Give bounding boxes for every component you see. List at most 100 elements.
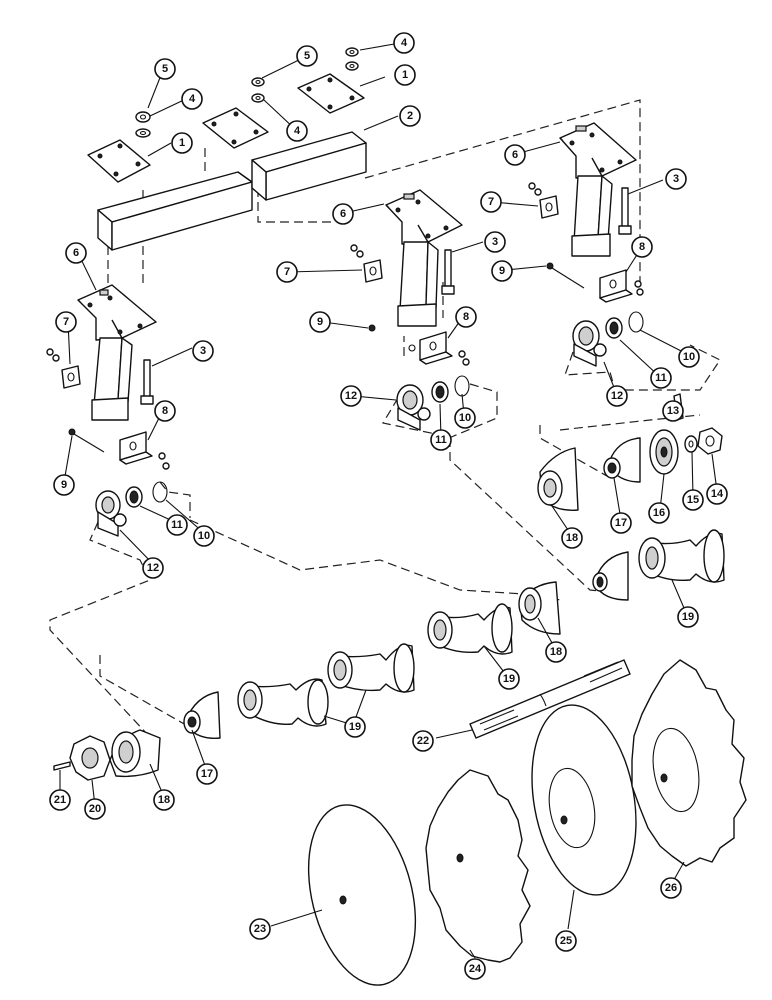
bearing-assembly-mid [396, 375, 470, 431]
hanger-bracket-left [77, 284, 157, 421]
svg-text:7: 7 [488, 196, 494, 208]
callout-4: 4 [286, 120, 308, 142]
small-bolt [68, 262, 585, 453]
callout-18: 18 [561, 527, 583, 549]
svg-text:5: 5 [304, 50, 310, 62]
disc-blade-notched-large [631, 659, 747, 867]
svg-text:1: 1 [402, 69, 408, 81]
callout-9: 9 [53, 474, 75, 496]
callout-8: 8 [455, 306, 477, 328]
disc-blade-notched-small [425, 769, 531, 963]
bearing-assembly-left [95, 481, 168, 537]
svg-text:24: 24 [469, 963, 482, 975]
axle-end-hardware [649, 393, 723, 475]
svg-text:15: 15 [687, 494, 699, 506]
spacer-spool-left [183, 691, 221, 739]
svg-text:19: 19 [503, 673, 515, 685]
callout-17: 17 [196, 763, 218, 785]
carriage-bolt [140, 187, 632, 405]
hanger-bracket-right [559, 122, 637, 257]
callout-3: 3 [192, 340, 214, 362]
callout-12: 12 [142, 557, 164, 579]
svg-text:4: 4 [294, 125, 301, 137]
svg-text:18: 18 [566, 532, 578, 544]
callout-10: 10 [454, 407, 476, 429]
end-spool-upper-right [537, 447, 579, 511]
svg-text:19: 19 [349, 721, 361, 733]
svg-text:18: 18 [158, 794, 170, 806]
hanger-bracket-mid [385, 189, 463, 327]
callout-25: 25 [555, 930, 577, 952]
svg-text:6: 6 [512, 149, 518, 161]
callout-8: 8 [631, 236, 653, 258]
callout-5: 5 [154, 58, 176, 80]
callout-13: 13 [662, 400, 684, 422]
callout-20: 20 [84, 798, 106, 820]
axle-shaft [469, 659, 631, 739]
callout-16: 16 [648, 502, 670, 524]
clamp-plate-right [297, 73, 365, 114]
svg-text:9: 9 [499, 265, 505, 277]
svg-text:7: 7 [63, 316, 69, 328]
svg-text:11: 11 [435, 434, 447, 446]
callout-1: 1 [394, 64, 416, 86]
callout-1: 1 [171, 132, 193, 154]
callout-3: 3 [484, 231, 506, 253]
callout-9: 9 [491, 260, 513, 282]
svg-text:11: 11 [171, 519, 183, 531]
svg-text:6: 6 [340, 208, 346, 220]
callout-2: 2 [399, 105, 421, 127]
callout-14: 14 [706, 483, 728, 505]
svg-text:1: 1 [179, 137, 185, 149]
svg-text:17: 17 [615, 517, 627, 529]
callout-19: 19 [344, 716, 366, 738]
callout-3: 3 [665, 168, 687, 190]
callout-7: 7 [55, 311, 77, 333]
svg-text:12: 12 [345, 390, 357, 402]
callout-9: 9 [309, 311, 331, 333]
end-spool-left [109, 729, 161, 778]
svg-text:4: 4 [401, 37, 408, 49]
clamp-plate-mid [202, 107, 269, 149]
callout-18: 18 [545, 641, 567, 663]
long-spool-2 [327, 643, 415, 693]
callout-12: 12 [606, 385, 628, 407]
svg-text:10: 10 [683, 351, 695, 363]
callout-10: 10 [193, 525, 215, 547]
callout-7: 7 [480, 191, 502, 213]
svg-text:25: 25 [560, 935, 572, 947]
svg-text:26: 26 [665, 882, 677, 894]
angle-clip [119, 269, 644, 470]
long-spool-4 [638, 529, 725, 583]
svg-text:9: 9 [61, 479, 67, 491]
spacer-spool-right [592, 437, 641, 601]
callout-7: 7 [276, 261, 298, 283]
callouts: 1 1 2 3 3 3 4 4 4 5 5 6 6 6 7 7 7 8 8 8 … [49, 32, 728, 980]
callout-19: 19 [498, 668, 520, 690]
svg-text:10: 10 [459, 412, 471, 424]
svg-text:10: 10 [198, 530, 210, 542]
callout-11: 11 [166, 514, 188, 536]
callout-6: 6 [65, 242, 87, 264]
svg-text:3: 3 [492, 236, 498, 248]
svg-text:19: 19 [682, 611, 694, 623]
hex-nut-and-washer [135, 47, 359, 138]
callout-6: 6 [332, 203, 354, 225]
svg-text:20: 20 [89, 803, 101, 815]
svg-text:13: 13 [667, 405, 679, 417]
callout-6: 6 [504, 144, 526, 166]
clamp-plate-left [87, 139, 151, 183]
svg-text:17: 17 [201, 768, 213, 780]
long-spool-3 [427, 603, 513, 655]
callout-4: 4 [393, 32, 415, 54]
retainer-washer [53, 735, 111, 781]
svg-text:21: 21 [54, 794, 66, 806]
svg-text:12: 12 [147, 562, 159, 574]
shim-plate [46, 182, 559, 389]
svg-text:16: 16 [653, 507, 665, 519]
svg-text:6: 6 [73, 247, 79, 259]
callout-11: 11 [430, 429, 452, 451]
callout-11: 11 [650, 367, 672, 389]
